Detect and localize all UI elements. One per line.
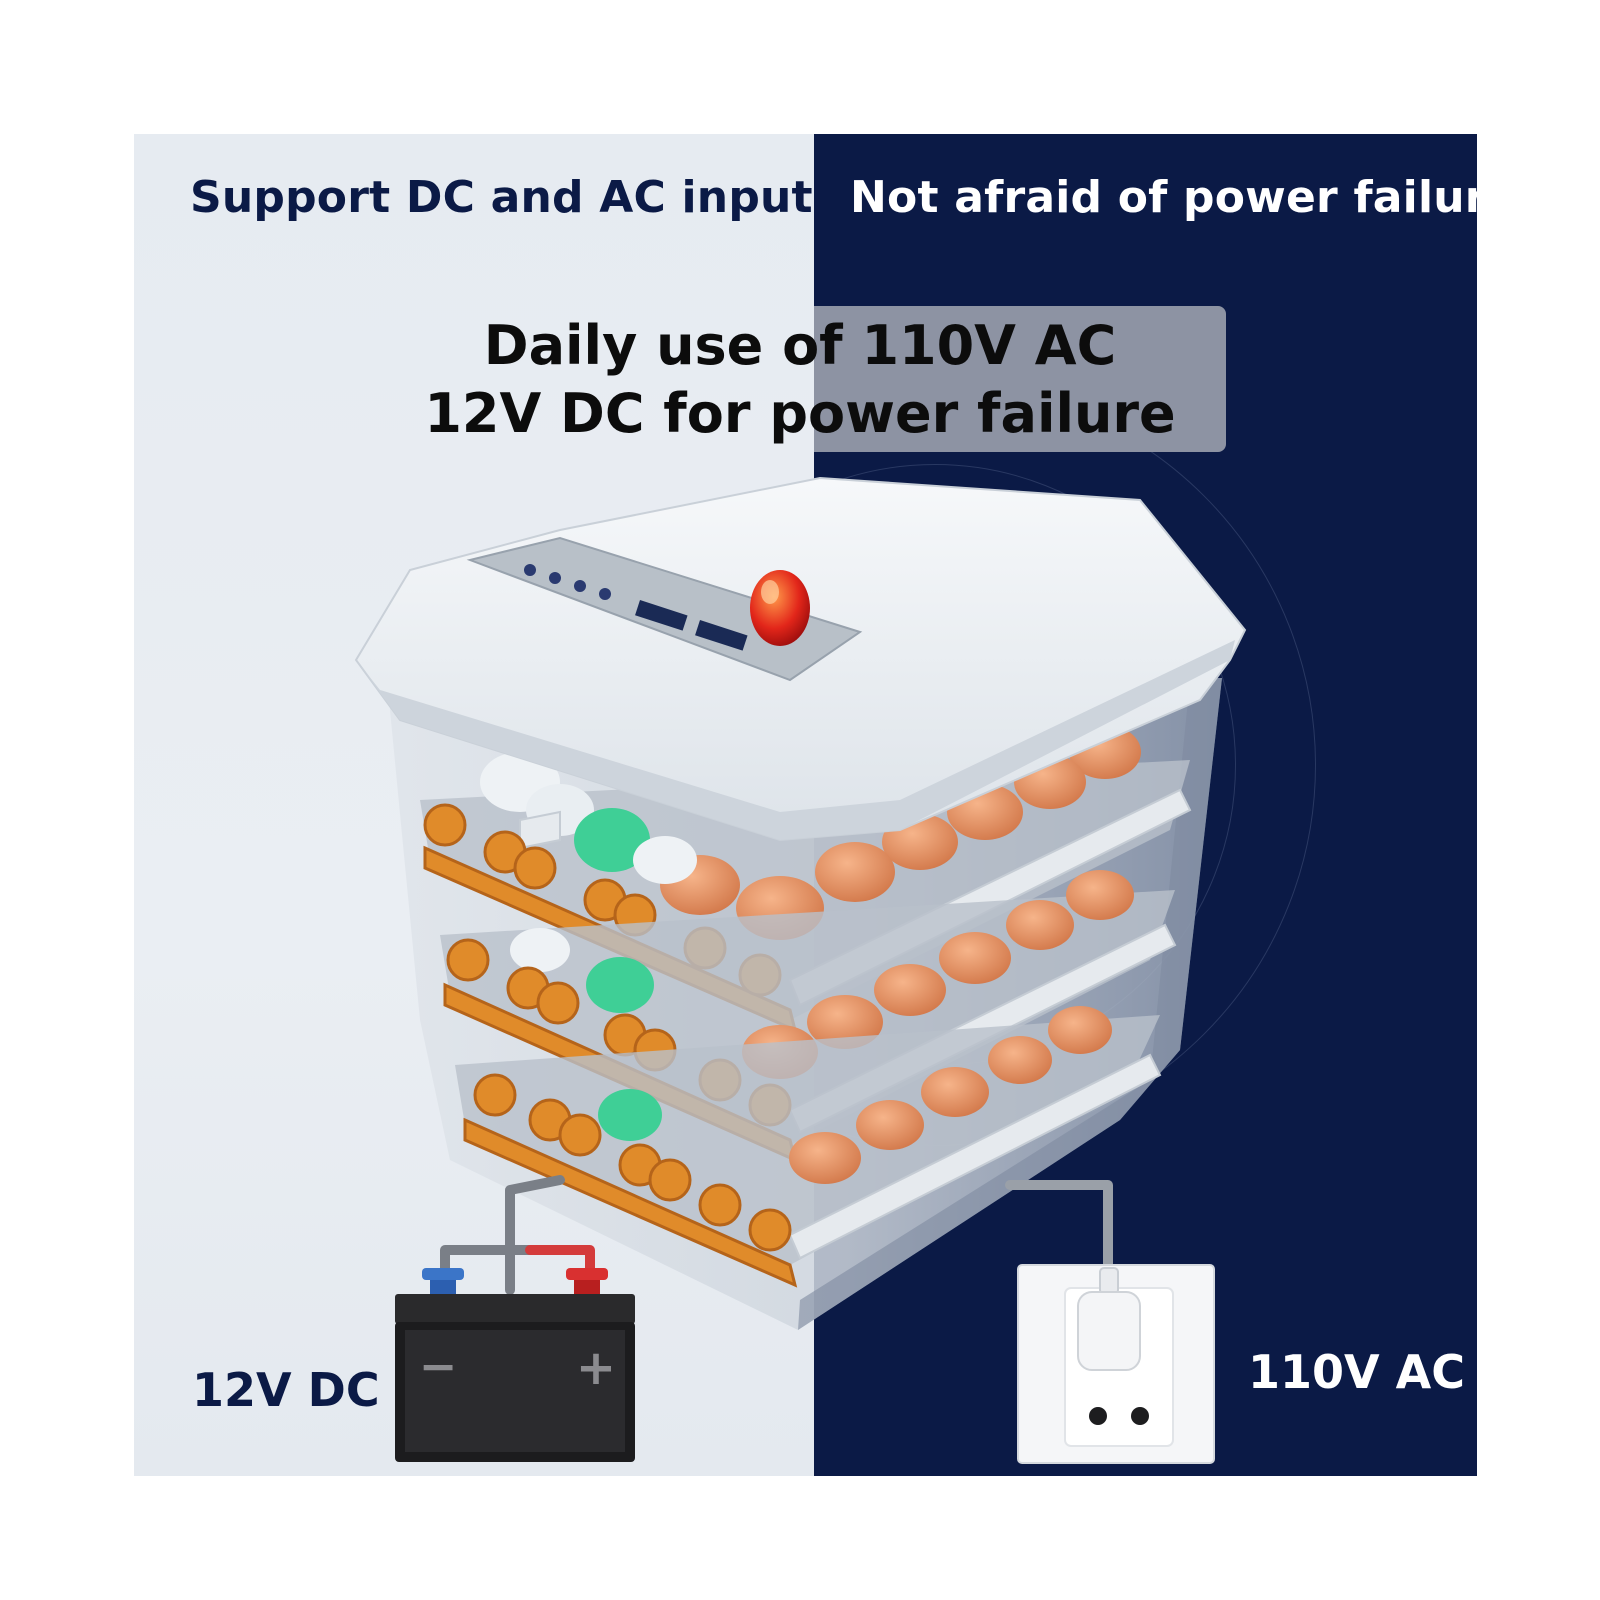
car-battery-icon xyxy=(395,1268,635,1462)
headline-dc-ac-input: Support DC and AC input xyxy=(190,172,813,223)
battery-positive-symbol: + xyxy=(576,1340,616,1396)
callout-line-1: Daily use of 110V AC xyxy=(483,314,1117,377)
battery-negative-symbol: − xyxy=(419,1339,458,1393)
incubator-lid xyxy=(354,476,1247,842)
callout-text: Daily use of 110V AC 12V DC for power fa… xyxy=(420,312,1180,448)
label-110v-ac: 110V AC xyxy=(1248,1345,1465,1399)
green-egg xyxy=(586,957,654,1013)
egg-tray-bottom xyxy=(455,1006,1162,1288)
outlet-socket-hole xyxy=(1131,1407,1149,1425)
callout-line-2: 12V DC for power failure xyxy=(424,382,1176,445)
egg-incubator-illustration xyxy=(354,476,1247,1330)
callout-highlight-box xyxy=(814,306,1226,452)
power-plug-icon xyxy=(1077,1267,1141,1371)
green-egg xyxy=(574,808,650,872)
green-egg xyxy=(598,1089,662,1141)
display-screen xyxy=(635,600,688,631)
candling-light-icon xyxy=(750,570,810,646)
display-screen xyxy=(695,620,748,651)
outlet-socket-hole xyxy=(1089,1407,1107,1425)
headline-power-failure: Not afraid of power failure xyxy=(850,172,1517,223)
label-12v-dc: 12V DC xyxy=(192,1363,380,1417)
